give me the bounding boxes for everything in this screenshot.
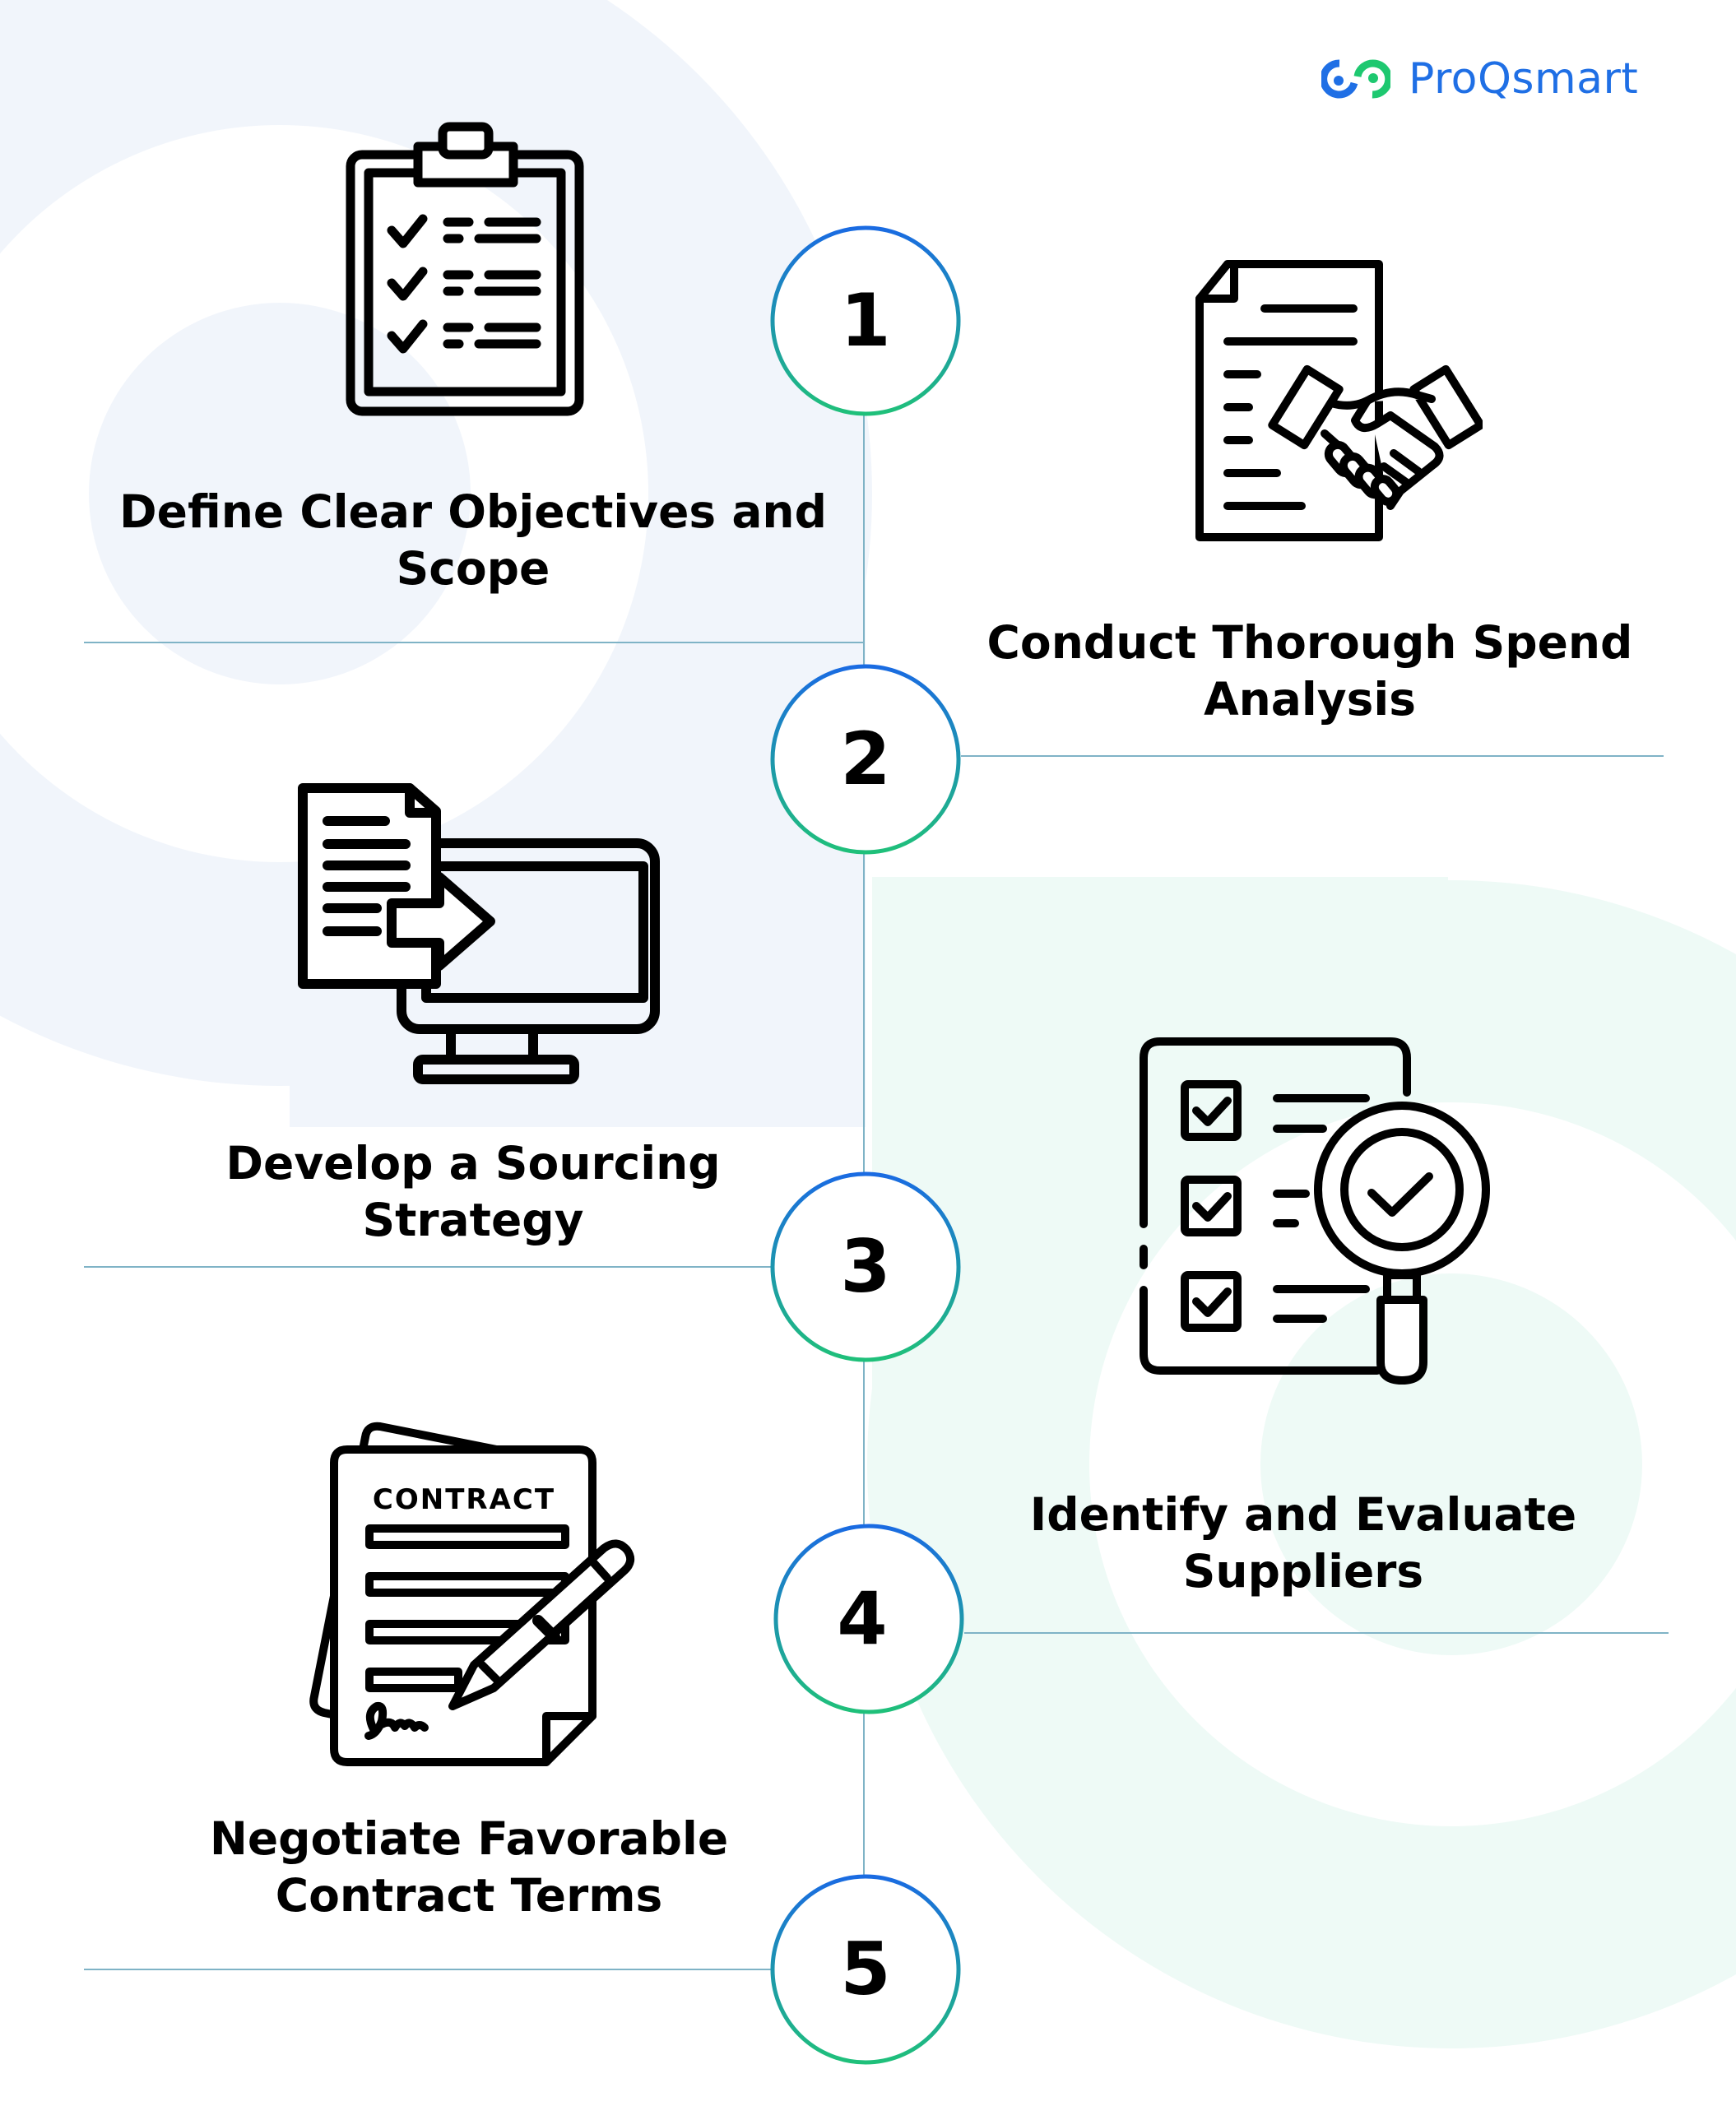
- step-title-3: Develop a Sourcing Strategy: [103, 1135, 843, 1249]
- step-number-5: 5: [840, 1927, 891, 2011]
- step-circle-1: [770, 225, 961, 416]
- step-title-4: Identify and Evaluate Suppliers: [933, 1487, 1673, 1600]
- step-circle-5: [770, 1874, 961, 2065]
- step-number-3: 3: [840, 1224, 891, 1309]
- step-title-4-line2: Suppliers: [1182, 1545, 1424, 1598]
- step-number-4: 4: [837, 1576, 888, 1661]
- brand-name: ProQsmart: [1409, 54, 1639, 104]
- step-number-2: 2: [840, 717, 891, 801]
- document-to-monitor-icon: [298, 783, 660, 1084]
- step-circle-4: [773, 1524, 964, 1714]
- brand-logo: ProQsmart: [1321, 54, 1638, 104]
- bg-shape-left: [0, 0, 872, 1127]
- step-title-5: Negotiate Favorable Contract Terms: [99, 1811, 839, 1924]
- step-title-4-line1: Identify and Evaluate: [1029, 1488, 1577, 1541]
- contract-icon-label: CONTRACT: [373, 1483, 555, 1516]
- step-title-5-line1: Negotiate Favorable: [209, 1812, 729, 1865]
- step-circle-3: [770, 1171, 961, 1362]
- step-title-1-line1: Define Clear Objectives and: [119, 485, 827, 538]
- contract-pen-icon: CONTRACT: [309, 1422, 635, 1766]
- checklist-magnifier-icon: [1140, 1037, 1490, 1385]
- proqsmart-logo-icon: [1321, 59, 1390, 99]
- step-title-2-line2: Analysis: [1204, 673, 1416, 726]
- step-circle-2: [770, 664, 961, 855]
- step-title-1-line2: Scope: [396, 542, 550, 595]
- bg-shape-right: [867, 877, 1736, 2048]
- step-title-3-line2: Strategy: [362, 1194, 584, 1246]
- step-title-3-line1: Develop a Sourcing: [225, 1137, 721, 1190]
- step-title-2: Conduct Thorough Spend Analysis: [940, 615, 1680, 728]
- step-title-2-line1: Conduct Thorough Spend: [986, 616, 1633, 669]
- clipboard-checklist-icon: [346, 122, 584, 416]
- document-handshake-icon: [1195, 260, 1483, 541]
- step-title-5-line2: Contract Terms: [275, 1869, 663, 1922]
- step-number-1: 1: [840, 278, 891, 363]
- step-title-1: Define Clear Objectives and Scope: [103, 484, 843, 597]
